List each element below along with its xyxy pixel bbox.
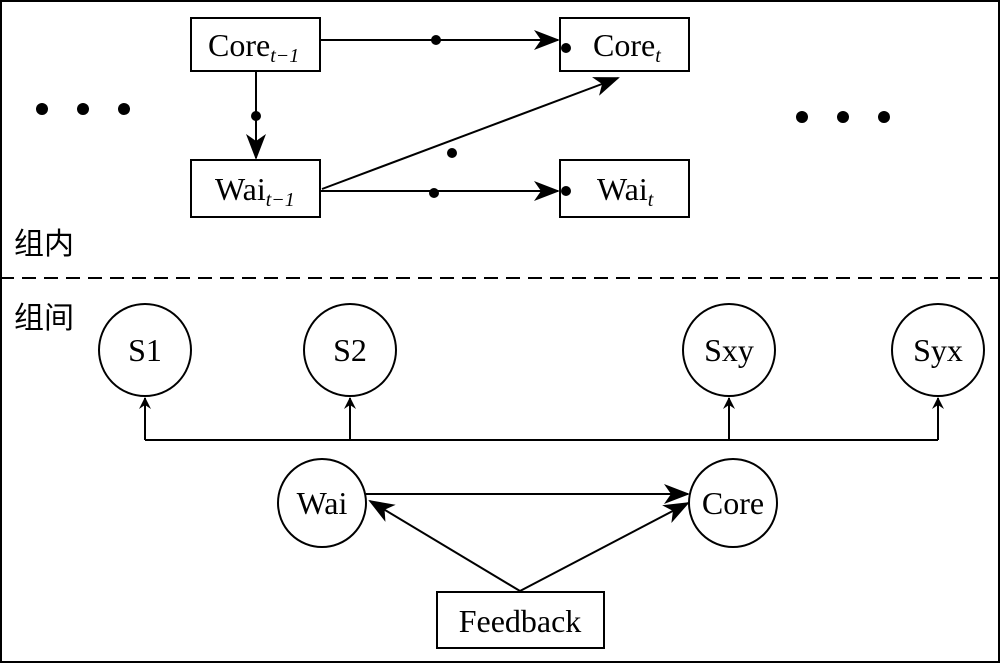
node-wai-cur: Wait [559,159,690,218]
section-label-between: 组间 [14,301,74,336]
node-feedback: Feedback [436,591,605,649]
svg-text:Coret−1: Coret−1 [208,27,299,67]
svg-text:S1: S1 [128,332,162,368]
svg-text:Syx: Syx [913,332,963,368]
node-s1: S1 [98,303,192,397]
node-core-prev: Coret−1 [190,17,321,72]
arrow-core-prev-to-wai-prev [246,71,266,160]
node-syx: Syx [891,303,985,397]
svg-text:Core: Core [702,485,764,521]
arrow-feedback-to-core [519,502,690,592]
svg-text:Coret: Coret [593,27,661,67]
node-sxy: Sxy [682,303,776,397]
svg-text:Wait−1: Wait−1 [215,171,295,211]
node-wai: Wai [277,458,367,548]
svg-text:Feedback: Feedback [459,603,582,639]
node-core: Core [688,458,778,548]
svg-text:Wai: Wai [297,485,348,521]
svg-text:Wait: Wait [597,171,654,211]
node-s2: S2 [303,303,397,397]
arrow-core-prev-to-core-cur [320,30,571,53]
bus-to-s-nodes [139,397,944,441]
arrow-feedback-to-wai [368,499,521,592]
ellipsis-right [796,111,890,123]
svg-text:Sxy: Sxy [704,332,754,368]
ellipsis-left [36,103,130,115]
node-wai-prev: Wait−1 [190,159,321,218]
node-core-cur: Coret [559,17,690,72]
svg-text:S2: S2 [333,332,367,368]
arrow-wai-prev-to-core-cur [321,77,620,190]
arrow-wai-prev-to-wai-cur [320,181,571,201]
section-label-within: 组内 [14,227,74,262]
